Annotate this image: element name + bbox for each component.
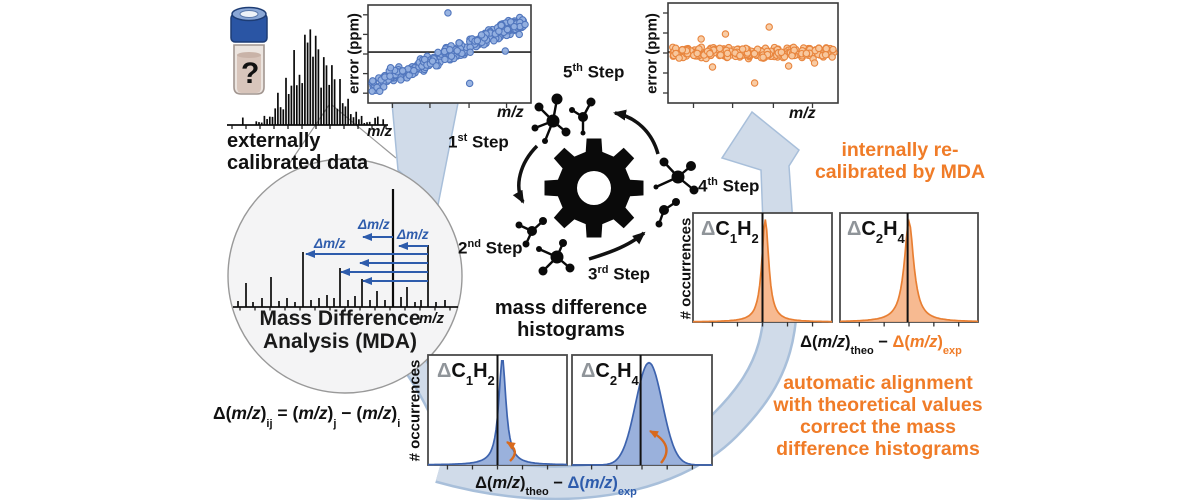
histogram-orange-c1h2 bbox=[692, 212, 833, 327]
step-1-label: 1st Step bbox=[448, 132, 509, 152]
external-data-caption: externally calibrated data bbox=[227, 130, 369, 174]
alignment-note: automatic alignment with theoretical val… bbox=[773, 372, 983, 460]
external-spectrum bbox=[227, 29, 388, 129]
step-3-label: 3rd Step bbox=[588, 264, 651, 284]
error-axis-label-before: error (ppm) bbox=[345, 13, 363, 94]
occurrences-label-orange: # occurrences bbox=[677, 217, 695, 320]
hist-orange-c1h2-label: ΔC1H2 bbox=[701, 218, 759, 246]
hist-blue-c1h2-label: ΔC1H2 bbox=[437, 360, 495, 388]
mda-mz-label: m/z bbox=[419, 310, 445, 327]
mass-difference-formula: Δ(m/z)ij = (m/z)j − (m/z)i bbox=[213, 403, 401, 430]
step-arrows bbox=[512, 109, 660, 261]
mda-magnifier-circle bbox=[227, 158, 463, 394]
mz-label-before: m/z bbox=[497, 104, 524, 121]
step-4-label: 4th Step bbox=[698, 176, 760, 196]
histogram-blue-c1h2 bbox=[427, 354, 568, 470]
ext-spectrum-mz-label: m/z bbox=[367, 123, 393, 140]
recalibrated-note: internally re- calibrated by MDA bbox=[814, 139, 986, 183]
sample-vial-icon bbox=[230, 6, 268, 95]
molecule-icons bbox=[515, 93, 699, 276]
step-2-label: 2nd Step bbox=[458, 238, 523, 258]
hist-orange-axis-label: Δ(m/z)theo − Δ(m/z)exp bbox=[800, 333, 962, 358]
error-plot-after bbox=[663, 2, 839, 108]
dmz-label-3: Δm/z bbox=[314, 236, 346, 251]
vial-question-mark: ? bbox=[241, 57, 260, 90]
dmz-label-2: Δm/z bbox=[397, 227, 429, 242]
error-plot-before bbox=[363, 4, 532, 108]
mda-title: Mass Difference Analysis (MDA) bbox=[259, 307, 421, 353]
mda-zoom-spectrum bbox=[233, 189, 458, 311]
occurrences-label-blue: # occurrences bbox=[406, 359, 424, 462]
hist-blue-c2h4-label: ΔC2H4 bbox=[581, 360, 639, 388]
mz-label-after: m/z bbox=[789, 105, 816, 122]
hist-orange-c2h4-label: ΔC2H4 bbox=[847, 218, 905, 246]
histogram-orange-c2h4 bbox=[839, 212, 979, 327]
center-caption: mass difference histograms bbox=[494, 297, 648, 341]
step-5-label: 5th Step bbox=[563, 62, 625, 82]
hist-blue-axis-label: Δ(m/z)theo − Δ(m/z)exp bbox=[475, 474, 637, 499]
shift-arrow-icons bbox=[506, 429, 668, 464]
error-axis-label-after: error (ppm) bbox=[643, 13, 661, 94]
histogram-blue-c2h4 bbox=[571, 354, 713, 470]
dmz-label-1: Δm/z bbox=[358, 217, 390, 232]
gear-icon bbox=[544, 138, 644, 238]
